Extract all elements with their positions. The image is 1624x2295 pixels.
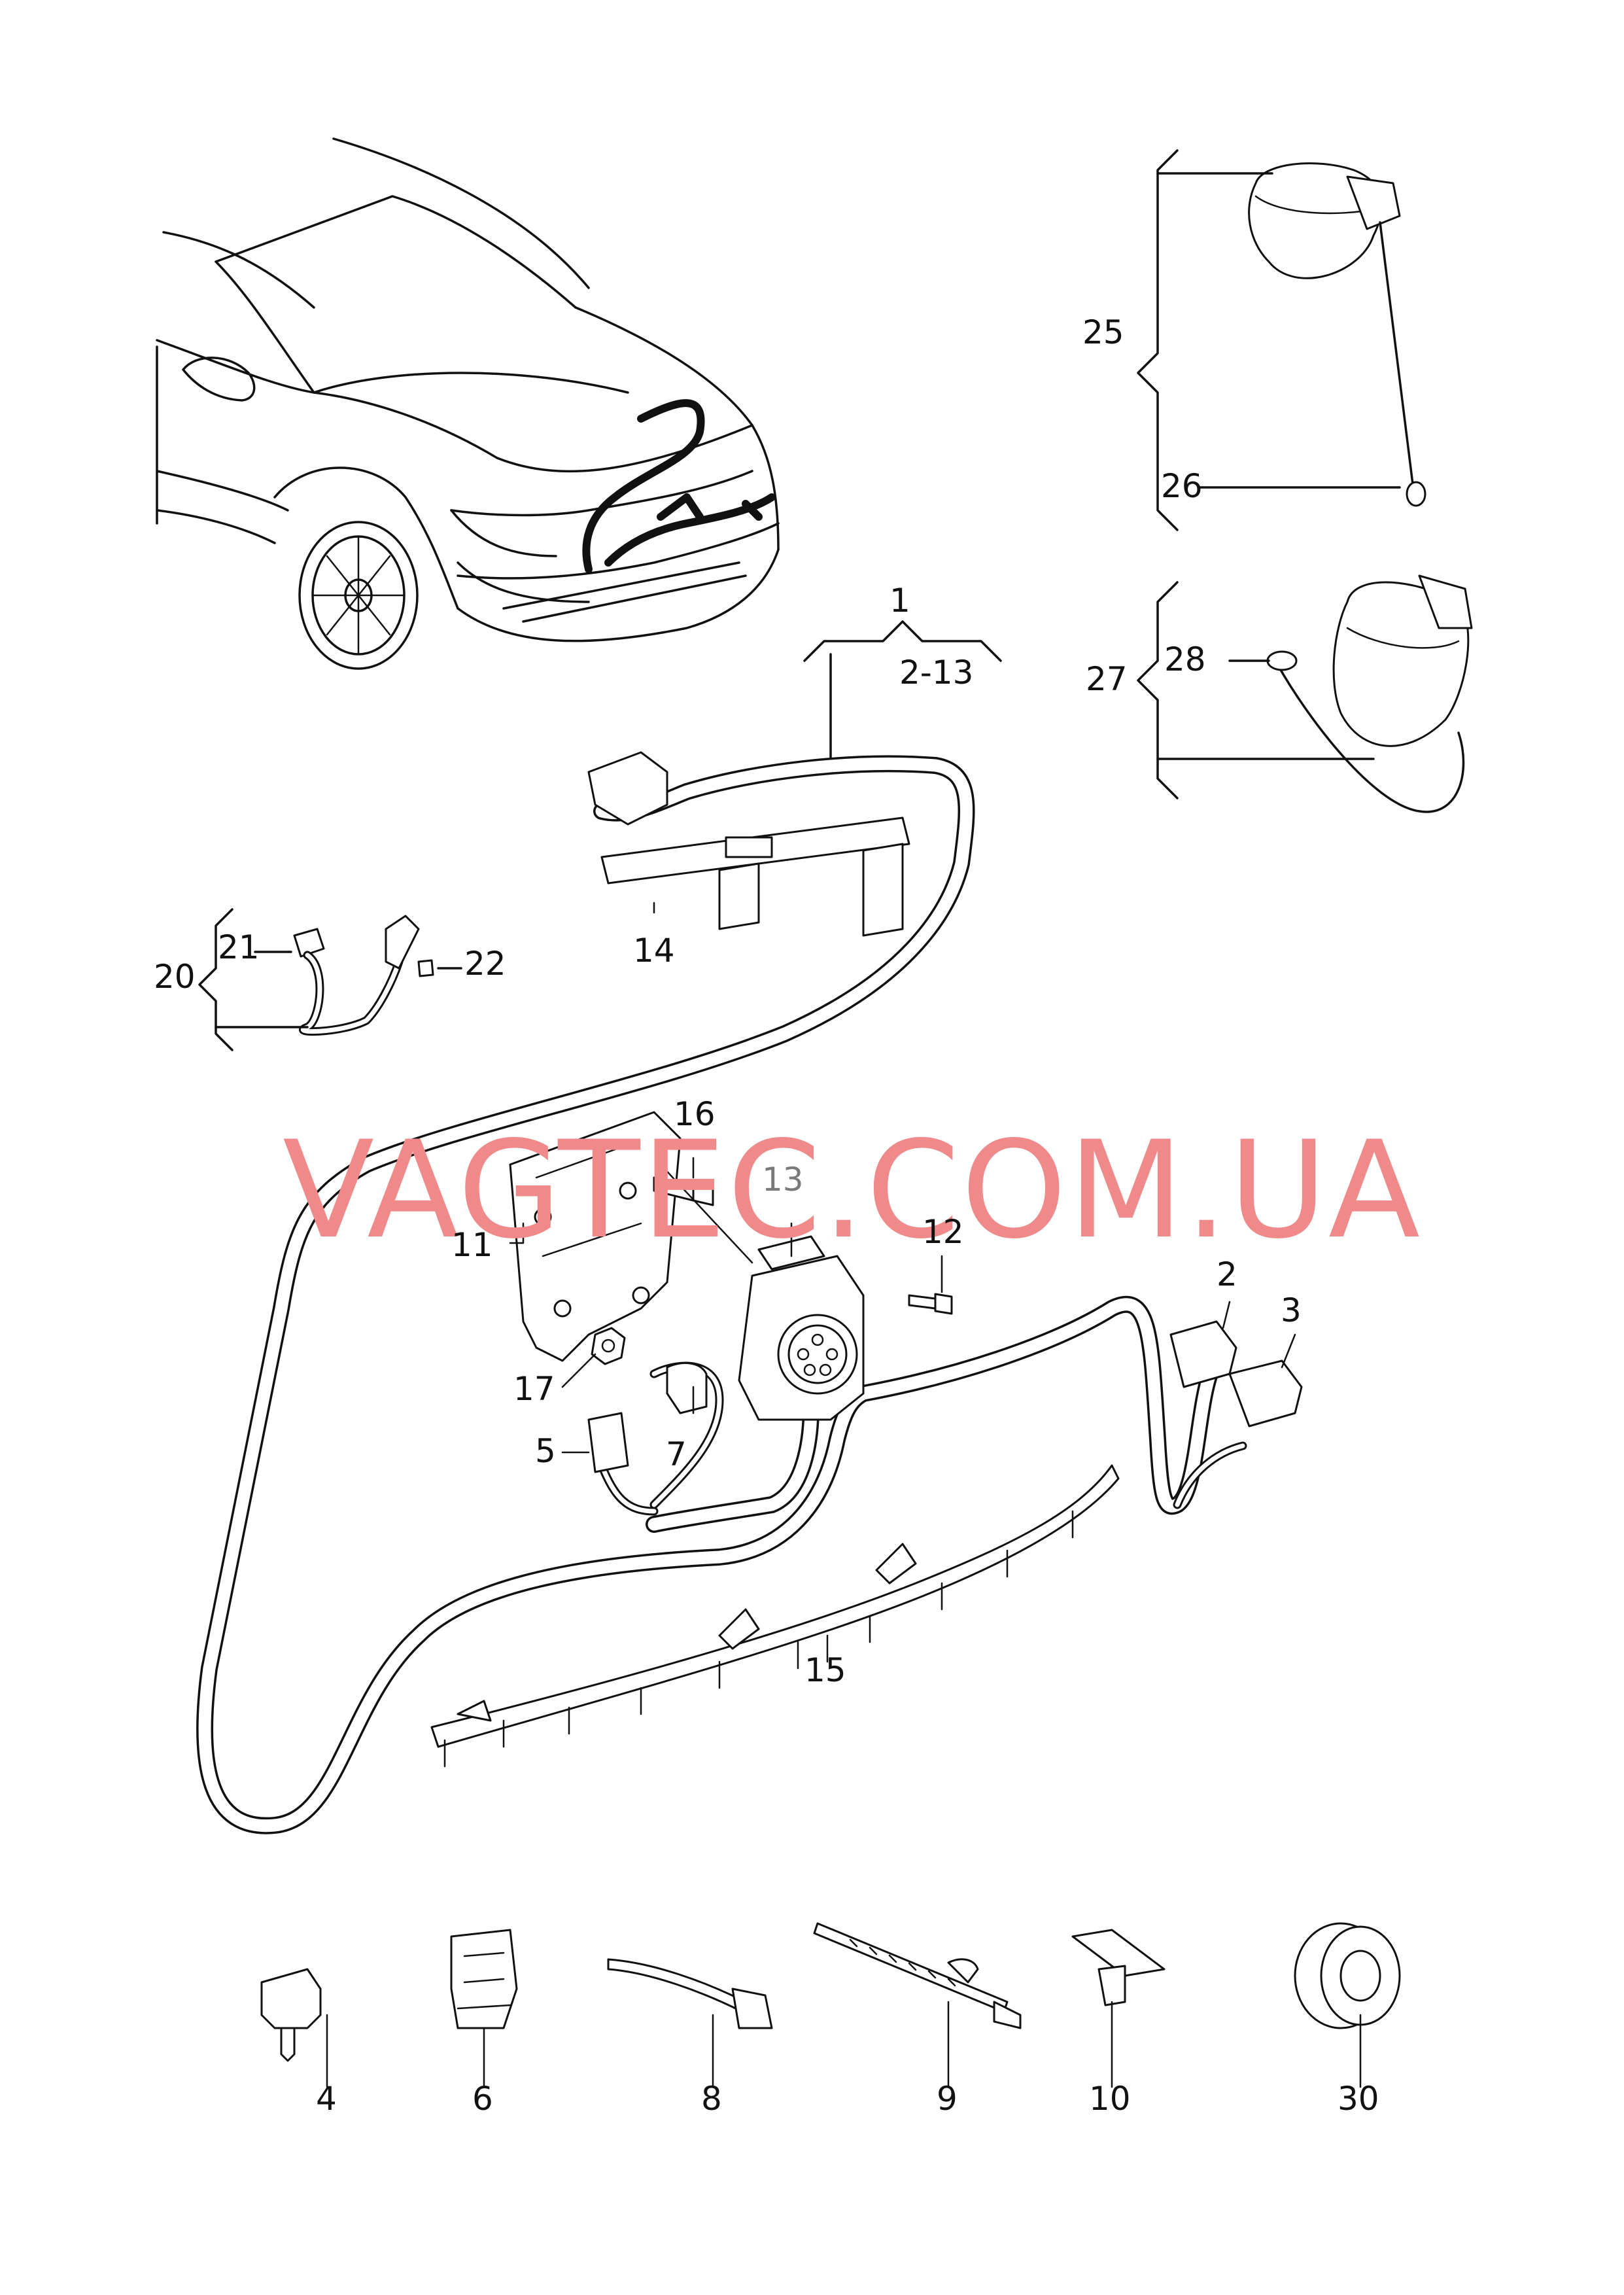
part-7-grommet <box>666 1361 708 1414</box>
callout-labels: 1 2-13 2 3 4 5 6 7 8 9 10 11 12 13 14 15… <box>154 313 1379 2118</box>
callout-7: 7 <box>666 1435 687 1473</box>
callout-4: 4 <box>316 2080 337 2118</box>
callout-20: 20 <box>154 958 196 996</box>
part-25-charging-cap <box>1248 162 1426 507</box>
part-8-cable-tie <box>607 1958 773 2088</box>
leader-lines <box>509 902 1296 1663</box>
part-11-bracket <box>509 1111 682 1362</box>
callout-22: 22 <box>464 945 506 983</box>
callout-1: 1 <box>890 582 910 620</box>
part-4-clip <box>260 1968 328 2088</box>
connector-plug-end <box>587 751 668 826</box>
callout-12: 12 <box>922 1213 964 1251</box>
part-30-grommet <box>1294 1922 1401 2088</box>
callout-15: 15 <box>804 1651 846 1689</box>
callout-2: 2 <box>1217 1255 1237 1293</box>
callout-27: 27 <box>1086 660 1128 698</box>
callout-17: 17 <box>513 1370 555 1408</box>
callout-8: 8 <box>701 2080 722 2118</box>
part-13-charging-socket <box>738 1235 865 1421</box>
callout-26: 26 <box>1161 467 1203 505</box>
charging-harness-main <box>196 755 1247 1834</box>
part-17-nut <box>591 1327 626 1365</box>
callout-11: 11 <box>451 1226 493 1264</box>
part-12-screw <box>908 1293 953 1315</box>
bracket-20 <box>198 908 233 1051</box>
bracket-25 <box>1137 149 1179 531</box>
callout-9: 9 <box>937 2080 958 2118</box>
front-wheel <box>298 521 419 670</box>
callout-21: 21 <box>218 928 260 966</box>
part-15-carrier-rail <box>430 1464 1120 1768</box>
callout-5: 5 <box>535 1432 556 1470</box>
part-5-connector <box>587 1412 629 1473</box>
vehicle-harness-highlight <box>582 399 776 573</box>
callout-14: 14 <box>633 932 675 970</box>
vehicle-overview-illustration <box>156 137 780 670</box>
part-10-clip <box>1071 1929 1166 2088</box>
bracket-1 <box>803 620 1002 662</box>
part-3-connector <box>1228 1359 1303 1428</box>
callout-28: 28 <box>1164 640 1206 678</box>
callout-6: 6 <box>472 2080 493 2118</box>
callout-2-13: 2-13 <box>899 654 973 692</box>
bracket-27 <box>1137 581 1179 799</box>
callout-16: 16 <box>674 1095 716 1133</box>
part-20-earth-cable <box>293 915 434 1036</box>
part-9-cable-tie <box>813 1922 1022 2088</box>
callout-30: 30 <box>1338 2080 1379 2118</box>
callout-10: 10 <box>1089 2080 1131 2118</box>
part-14-harness-rail <box>600 816 910 937</box>
part-27-charging-cap <box>1266 574 1473 813</box>
callout-3: 3 <box>1281 1291 1302 1329</box>
part-2-connector <box>1169 1320 1237 1388</box>
part-6-clip <box>450 1929 518 2088</box>
callout-13: 13 <box>762 1161 804 1199</box>
watermark-text: VAGTEC.COM.UA <box>283 1113 1421 1269</box>
callout-25: 25 <box>1082 313 1124 351</box>
